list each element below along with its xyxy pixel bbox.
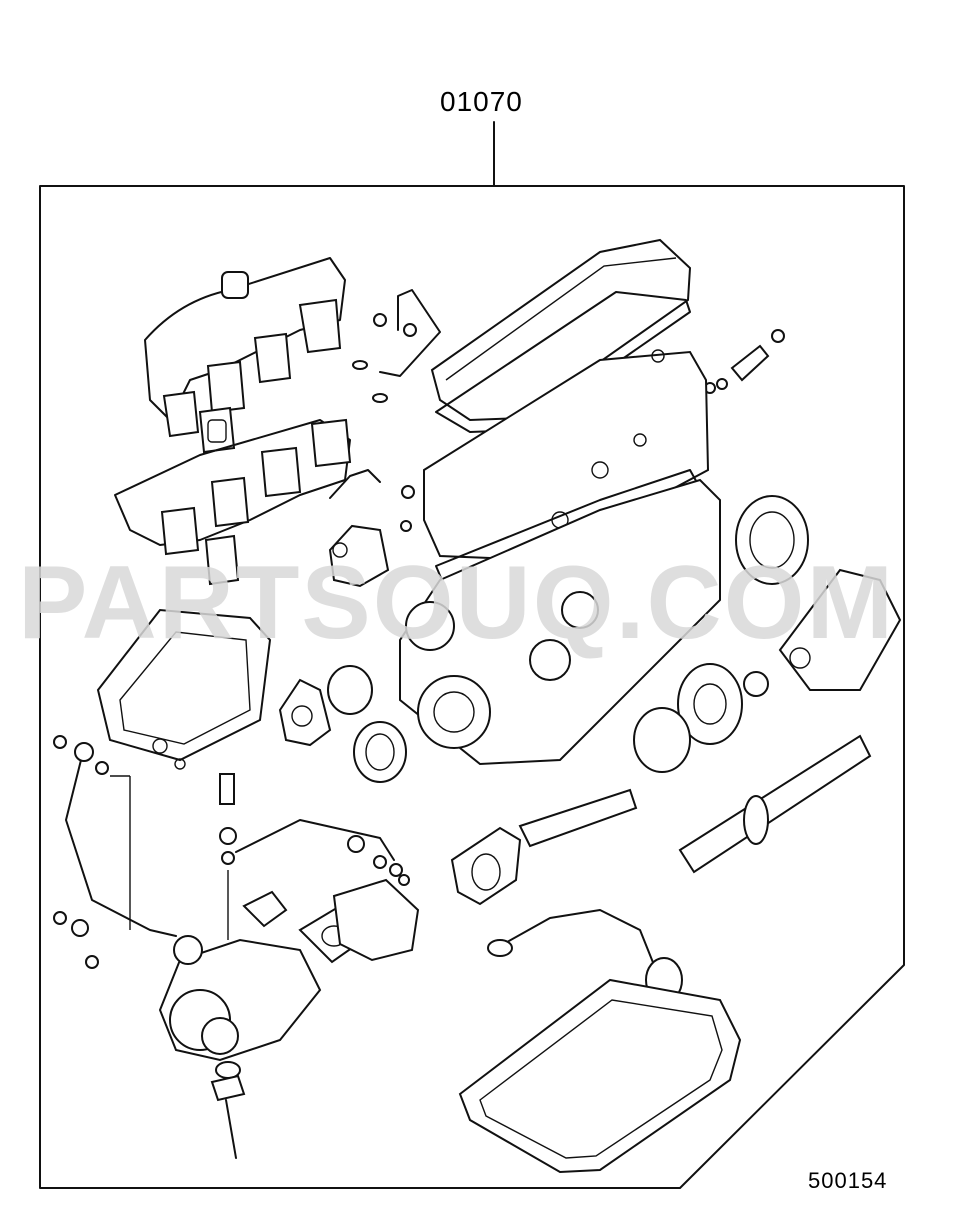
thermostat-housing	[328, 469, 390, 588]
turbo-drain	[210, 1061, 246, 1159]
water-pump	[278, 665, 373, 747]
banjo-bolt	[219, 773, 237, 940]
upper-orings	[352, 313, 785, 532]
balance-shafts	[518, 734, 872, 874]
breather-pipe	[379, 289, 441, 377]
temp-sensor	[730, 344, 770, 382]
oil-feed-pipe	[53, 735, 177, 969]
diagram-id-label: 500154	[808, 1168, 888, 1193]
injection-pump	[743, 568, 902, 697]
oil-cooler	[96, 608, 272, 770]
intake-manifold	[114, 418, 352, 586]
front-oil-seal	[353, 721, 407, 783]
exhaust-elbow	[332, 878, 420, 962]
engine-block	[399, 478, 721, 766]
exhaust-manifold	[144, 257, 346, 438]
manifold-gasket	[198, 406, 236, 454]
oil-return-pipe	[235, 819, 410, 886]
turbocharger	[158, 935, 322, 1062]
part-number-label: 01070	[440, 86, 523, 117]
kit-frame	[39, 185, 905, 1189]
rocker-cover-gasket	[435, 291, 691, 433]
oil-pan-gasket	[458, 978, 742, 1174]
shaft-housing	[450, 826, 522, 906]
watermark-text: PARTSOUQ.COM	[18, 545, 896, 661]
rocker-cover	[430, 238, 692, 422]
rear-oil-seal	[735, 495, 809, 585]
gear-housing	[633, 663, 743, 773]
